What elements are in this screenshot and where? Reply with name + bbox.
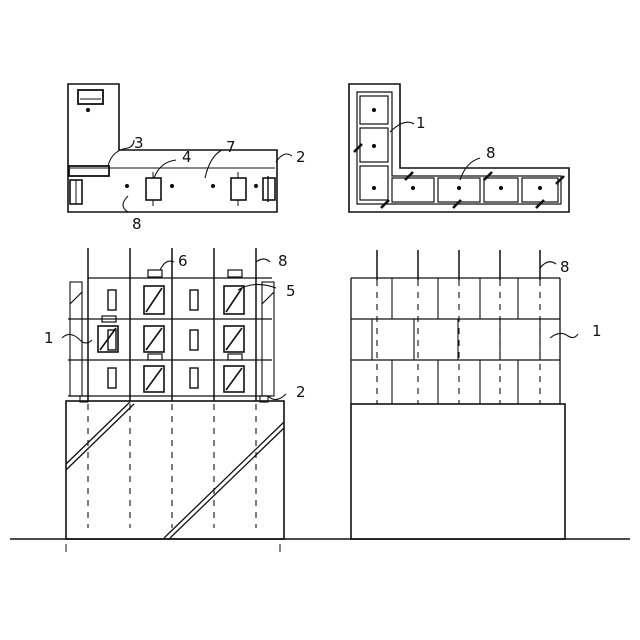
- label-8-bottom-left: 8: [278, 252, 288, 270]
- bottom-right-elevation: [351, 250, 578, 539]
- base-block-left: [66, 401, 284, 539]
- label-2-top: 2: [296, 148, 306, 166]
- element-6: [148, 270, 162, 277]
- label-2-bottom: 2: [296, 383, 306, 401]
- element-4b: [231, 178, 246, 200]
- element-4: [146, 178, 161, 200]
- label-5-bottom: 5: [286, 282, 296, 300]
- label-4-top: 4: [182, 148, 192, 166]
- label-3-top: 3: [134, 134, 144, 152]
- bottom-left-elevation: [62, 248, 286, 539]
- top-right-plan-view: [349, 84, 569, 212]
- label-6-bottom: 6: [178, 252, 188, 270]
- label-8-top-right: 8: [486, 144, 496, 162]
- base-block-right: [351, 404, 565, 539]
- label-8-top-left: 8: [132, 215, 142, 233]
- label-1-bottom-left: 1: [44, 329, 54, 347]
- label-8-bottom-right: 8: [560, 258, 570, 276]
- element-2: [263, 178, 275, 200]
- top-left-plan-view: [68, 84, 292, 212]
- label-1-bottom-right: 1: [592, 322, 602, 340]
- label-7-top: 7: [226, 138, 236, 156]
- opening-top: [78, 90, 103, 104]
- label-1-top: 1: [416, 114, 426, 132]
- plan-outline-right-outer: [349, 84, 569, 212]
